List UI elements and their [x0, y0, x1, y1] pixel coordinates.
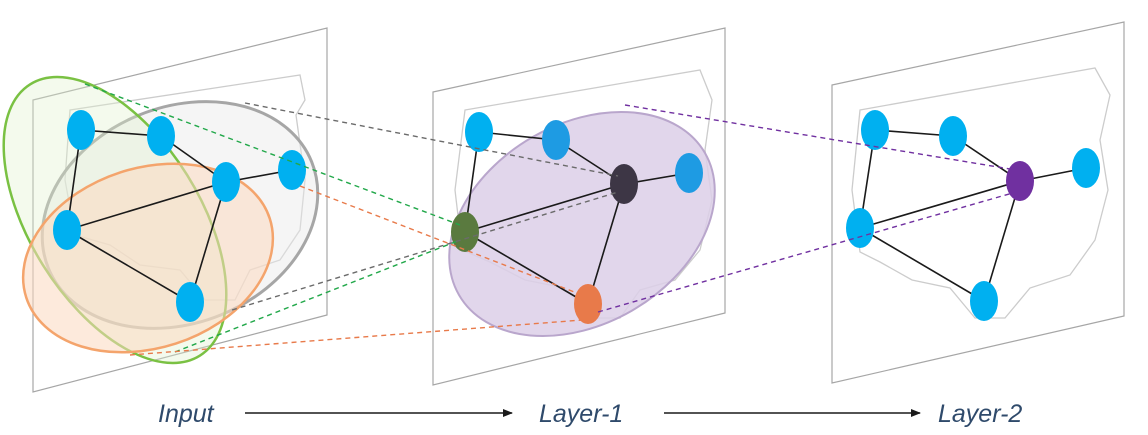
layer2-node: [970, 281, 998, 321]
layer1-node: [465, 112, 493, 152]
layer2-panel: [831, 21, 1125, 384]
input-node: [176, 282, 204, 322]
layer1-nodes: [451, 112, 703, 324]
layer2-purple-cluster-node: [1006, 161, 1034, 201]
layer1-dark-cluster-node: [610, 164, 638, 204]
layer1-edge: [464, 183, 625, 233]
layer1-green-cluster-node: [451, 212, 479, 252]
input-node: [67, 110, 95, 150]
layer2-node: [861, 110, 889, 150]
layer2-edge: [859, 227, 985, 302]
layer2-edge: [859, 180, 1021, 229]
input-orange-cluster: [21, 162, 275, 354]
purple-projection-line: [624, 104, 1017, 171]
layer2-map-outline: [851, 67, 1111, 319]
layer2-edge: [983, 180, 1021, 302]
layer2-panel-frame: [831, 21, 1125, 384]
input-node: [278, 150, 306, 190]
input-edge: [66, 181, 227, 231]
green-projection-line: [84, 83, 461, 226]
layer2-node: [939, 116, 967, 156]
input-node: [212, 162, 240, 202]
orange-projection-line: [129, 319, 583, 356]
layer1-orange-cluster-node: [574, 284, 602, 324]
input-node: [53, 210, 81, 250]
layer1-edge: [587, 183, 625, 305]
gray-projection-line: [244, 102, 619, 177]
layer1-node: [542, 120, 570, 160]
purple-projection-line: [597, 191, 1017, 313]
input-edge: [189, 181, 227, 303]
layer2-label: Layer-2: [938, 400, 1022, 428]
input-nodes: [53, 110, 306, 322]
stage-labels: Input Layer-1 Layer-2: [158, 400, 1022, 428]
input-edge: [66, 229, 191, 303]
layer1-edge: [464, 231, 589, 305]
projection-lines: [84, 83, 1017, 356]
layer2-node: [1072, 148, 1100, 188]
gray-projection-line: [231, 191, 619, 311]
green-projection-line: [174, 239, 461, 353]
layer1-node: [675, 153, 703, 193]
input-node: [147, 116, 175, 156]
layer2-nodes: [846, 110, 1100, 321]
layer1-label: Layer-1: [539, 400, 623, 428]
layer2-node: [846, 208, 874, 248]
input-label: Input: [158, 400, 215, 428]
